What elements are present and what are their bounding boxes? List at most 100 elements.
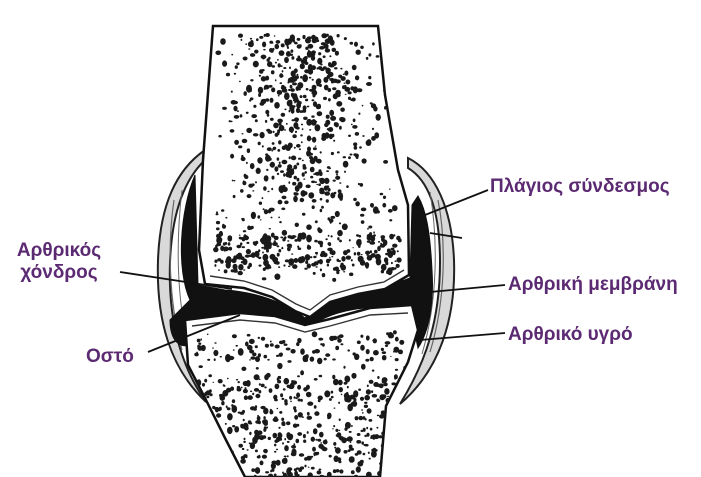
trabecular-dot xyxy=(255,467,260,474)
trabecular-dot xyxy=(278,427,280,429)
trabecular-dot xyxy=(277,59,279,61)
trabecular-dot xyxy=(286,421,290,425)
trabecular-dot xyxy=(289,156,291,159)
trabecular-dot xyxy=(254,388,259,392)
trabecular-dot xyxy=(272,42,274,43)
trabecular-dot xyxy=(222,107,227,110)
trabecular-dot xyxy=(360,397,364,401)
trabecular-dot xyxy=(277,408,279,410)
trabecular-dot xyxy=(198,401,200,403)
trabecular-dot xyxy=(395,260,397,262)
trabecular-dot xyxy=(361,220,365,224)
trabecular-dot xyxy=(364,405,368,408)
trabecular-dot xyxy=(274,35,276,36)
trabecular-dot xyxy=(267,61,272,67)
trabecular-dot xyxy=(270,98,274,103)
trabecular-dot xyxy=(225,217,227,219)
trabecular-dot xyxy=(197,432,199,435)
trabecular-dot xyxy=(260,461,264,466)
trabecular-dot xyxy=(297,38,301,41)
trabecular-dot xyxy=(243,381,249,386)
trabecular-dot xyxy=(332,48,337,52)
trabecular-dot xyxy=(358,256,361,258)
trabecular-dot xyxy=(233,264,238,270)
trabecular-dot xyxy=(314,240,318,243)
trabecular-dot xyxy=(272,176,275,180)
trabecular-dot xyxy=(281,418,284,421)
trabecular-dot xyxy=(382,203,386,208)
trabecular-dot xyxy=(334,447,336,449)
trabecular-dot xyxy=(288,266,291,268)
trabecular-dot xyxy=(354,354,359,360)
trabecular-dot xyxy=(244,91,247,96)
trabecular-dot xyxy=(267,147,272,151)
trabecular-dot xyxy=(283,264,285,266)
trabecular-dot xyxy=(273,131,275,133)
trabecular-dot xyxy=(264,386,267,388)
trabecular-dot xyxy=(236,245,241,248)
trabecular-dot xyxy=(262,277,267,280)
trabecular-dot xyxy=(332,87,336,90)
trabecular-dot xyxy=(344,376,350,383)
trabecular-dot xyxy=(297,432,302,436)
trabecular-dot xyxy=(337,230,343,236)
trabecular-dot xyxy=(211,425,216,431)
trabecular-dot xyxy=(291,71,296,77)
trabecular-dot xyxy=(376,427,378,429)
trabecular-dot xyxy=(233,349,235,351)
trabecular-dot xyxy=(239,235,241,236)
trabecular-dot xyxy=(334,192,337,194)
trabecular-dot xyxy=(250,163,255,169)
trabecular-dot xyxy=(251,114,257,118)
trabecular-dot xyxy=(193,460,198,464)
trabecular-dot xyxy=(243,441,246,443)
trabecular-dot xyxy=(277,149,280,152)
trabecular-dot xyxy=(243,419,245,422)
trabecular-dot xyxy=(363,453,366,456)
trabecular-dot xyxy=(340,76,345,81)
trabecular-dot xyxy=(329,110,334,116)
trabecular-dot xyxy=(305,260,308,264)
trabecular-dot xyxy=(365,251,370,255)
trabecular-dot xyxy=(277,173,279,175)
trabecular-dot xyxy=(393,52,399,60)
trabecular-dot xyxy=(200,461,202,463)
trabecular-dot xyxy=(258,337,260,339)
trabecular-dot xyxy=(395,337,399,342)
trabecular-dot xyxy=(334,122,338,126)
trabecular-dot xyxy=(291,49,294,52)
trabecular-dot xyxy=(367,255,373,261)
trabecular-dot xyxy=(344,85,346,88)
trabecular-dot xyxy=(246,456,248,458)
trabecular-dot xyxy=(385,253,388,256)
trabecular-dot xyxy=(277,157,280,160)
trabecular-dot xyxy=(310,138,312,140)
trabecular-dot xyxy=(248,395,253,400)
trabecular-dot xyxy=(236,379,238,381)
trabecular-dot xyxy=(263,416,265,419)
trabecular-dot xyxy=(377,415,379,417)
trabecular-dot xyxy=(279,73,283,78)
trabecular-dot xyxy=(318,396,323,401)
trabecular-dot xyxy=(353,86,358,93)
trabecular-dot xyxy=(232,101,238,105)
trabecular-dot xyxy=(334,408,336,409)
trabecular-dot xyxy=(260,102,265,106)
trabecular-dot xyxy=(216,221,220,224)
trabecular-dot xyxy=(388,332,394,338)
trabecular-dot xyxy=(310,456,313,458)
trabecular-dot xyxy=(302,160,304,162)
trabecular-dot xyxy=(284,399,287,403)
trabecular-dot xyxy=(367,408,372,413)
trabecular-dot xyxy=(312,137,316,143)
trabecular-dot xyxy=(353,119,356,123)
trabecular-dot xyxy=(252,437,258,444)
trabecular-dot xyxy=(337,336,339,339)
trabecular-dot xyxy=(335,346,339,350)
trabecular-dot xyxy=(307,264,311,269)
trabecular-dot xyxy=(243,269,245,271)
trabecular-dot xyxy=(216,459,219,462)
trabecular-dot xyxy=(305,38,311,44)
trabecular-dot xyxy=(260,237,266,243)
trabecular-dot xyxy=(314,261,319,265)
